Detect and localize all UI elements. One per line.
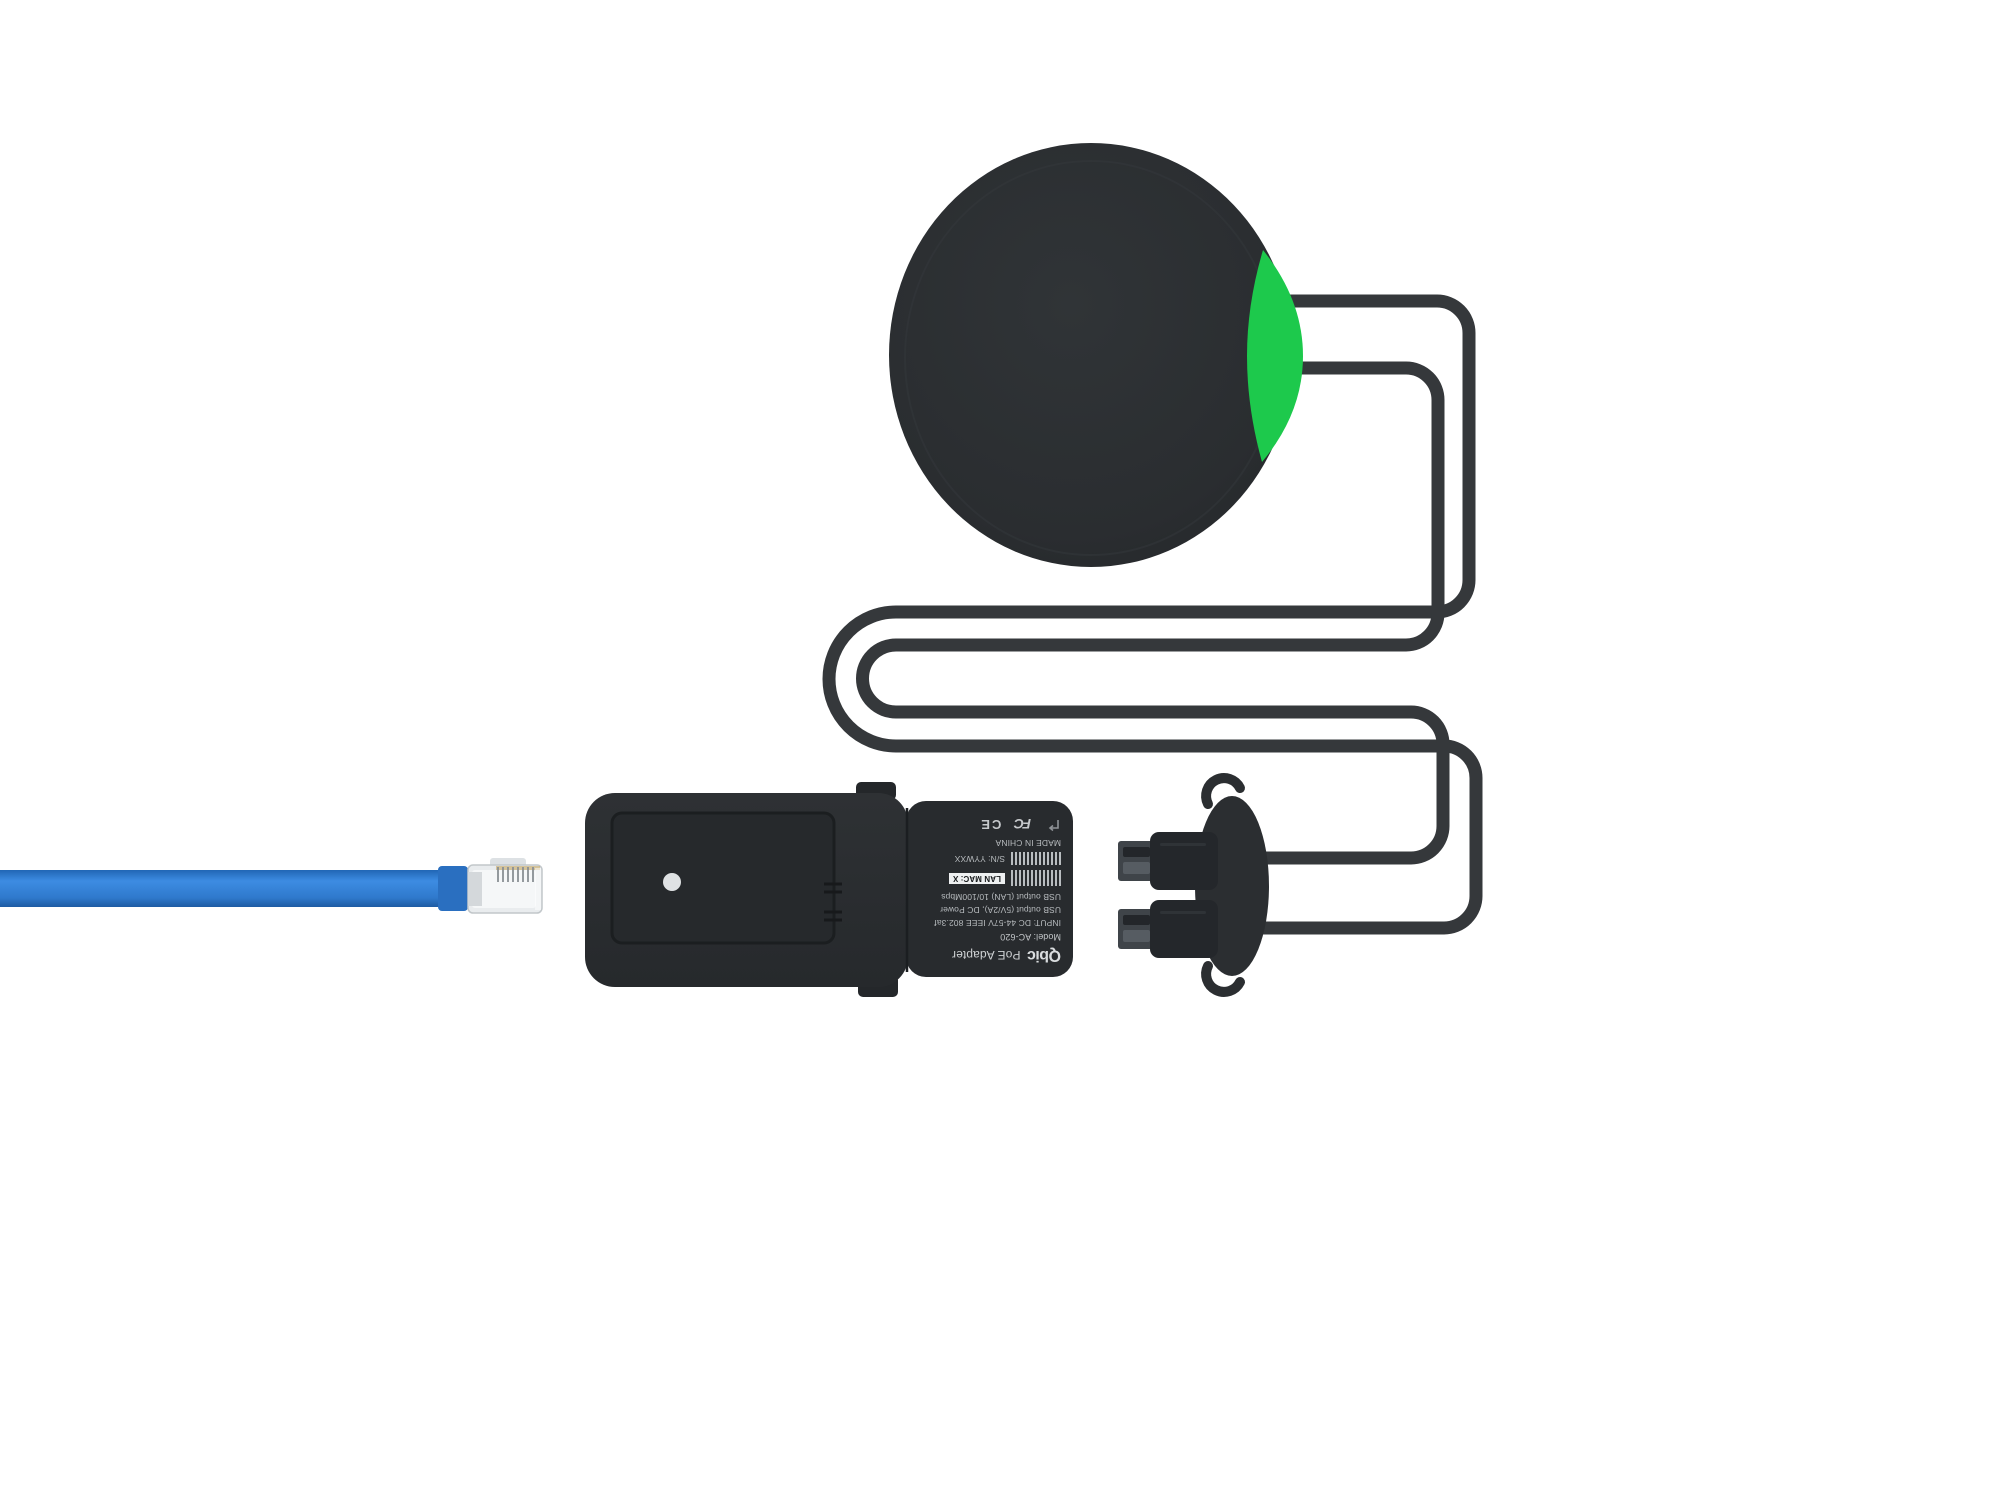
certification-arrow-icon (1048, 819, 1059, 831)
label-marks-row: FC CE (918, 815, 1061, 832)
poe-adapter (585, 782, 1073, 997)
label-serial-row: S/N: YYWXX (918, 852, 1061, 866)
label-usb-lan: USB output (LAN) 10/100Mbps (941, 891, 1061, 902)
adapter-recess (610, 811, 836, 945)
rj45-pins (497, 867, 534, 882)
ce-mark: CE (979, 816, 1002, 832)
usb-plug-top-tongue (1123, 862, 1150, 874)
usb-plug-top-body (1150, 832, 1218, 890)
rj45-connector (467, 858, 543, 914)
fcc-mark: FC (1015, 816, 1031, 833)
adapter-led-dot (663, 873, 681, 891)
serial-barcode (1011, 852, 1061, 866)
usb-cable-inner (856, 361, 1450, 865)
usb-plug-top-ridge (1160, 843, 1206, 846)
ethernet-cable-assembly (0, 858, 543, 914)
adapter-brand-row: Qbic PoE Adapter (918, 946, 1061, 965)
usb-bracket-assembly (1118, 773, 1269, 997)
label-lan-mac: LAN MAC: X (948, 872, 1005, 885)
rj45-tip-highlight (535, 868, 541, 910)
label-mac-row: LAN MAC: X (918, 870, 1061, 887)
adapter-right-body (906, 801, 1073, 977)
usb-plug-bottom (1118, 900, 1218, 958)
label-serial: S/N: YYWXX (954, 854, 1005, 865)
rj45-inner (472, 870, 536, 908)
usb-plug-bottom-body (1150, 900, 1218, 958)
brand-logo: Qbic (1027, 947, 1061, 964)
label-input: INPUT: DC 44-57V IEEE 802.3af (934, 918, 1061, 929)
usb-plug-bottom-slot (1123, 915, 1150, 925)
adapter-label: Qbic PoE Adapter Model: AC-620 INPUT: DC… (906, 803, 1073, 975)
usb-plug-top (1118, 832, 1218, 890)
puck-body (889, 143, 1293, 567)
mac-barcode (1011, 870, 1061, 887)
ethernet-cable-boot (438, 866, 468, 911)
puck-device (889, 143, 1303, 567)
puck-green-window (1247, 250, 1303, 462)
rj45-cable-entry (468, 872, 482, 906)
ethernet-cable (0, 870, 450, 907)
bracket-top-hook (1201, 773, 1245, 809)
adapter-grille-marks (824, 882, 842, 922)
usb-cable-outer (822, 294, 1483, 935)
label-made-in: MADE IN CHINA (995, 838, 1061, 849)
product-name: PoE Adapter (951, 948, 1021, 962)
usb-plug-bottom-tongue (1123, 930, 1150, 942)
label-model: Model: AC-620 (1000, 931, 1061, 942)
usb-plug-top-slot (1123, 847, 1150, 857)
bracket-bottom-hook (1201, 961, 1245, 997)
usb-plug-bottom-ridge (1160, 911, 1206, 914)
label-usb-power: USB output (5V/2A), DC Power (940, 904, 1061, 915)
